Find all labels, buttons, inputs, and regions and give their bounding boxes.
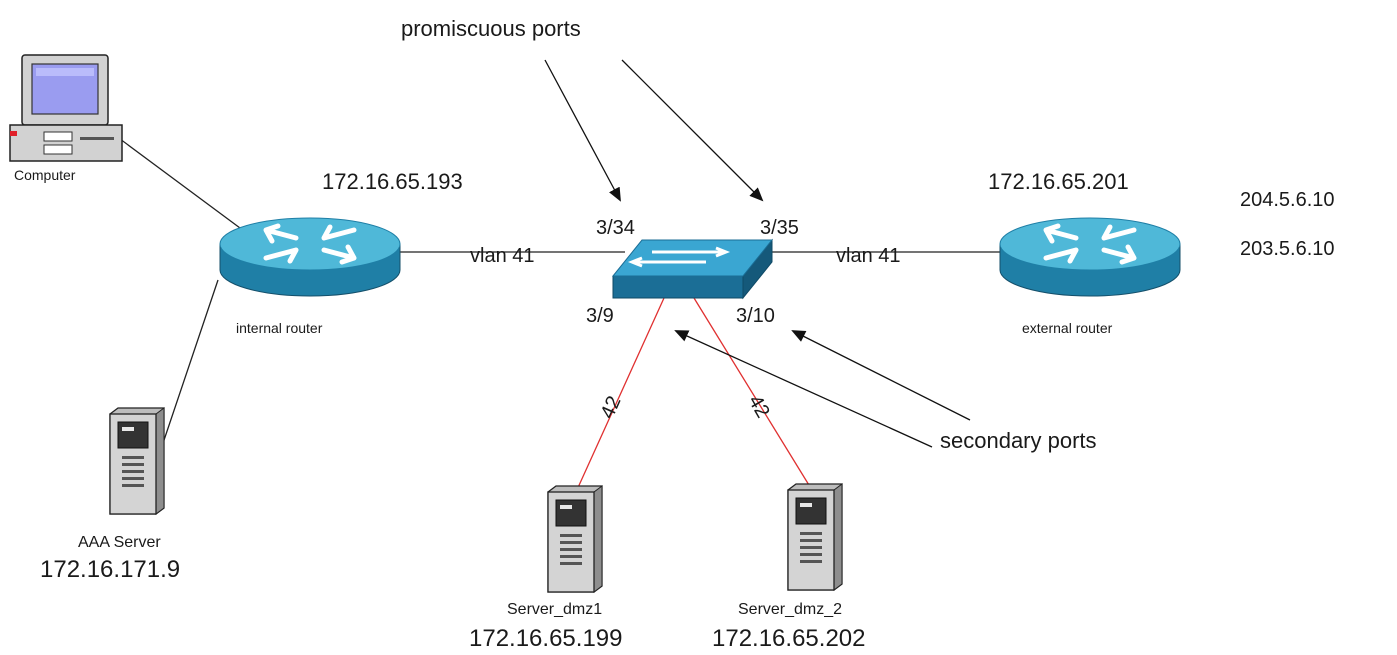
port-label-3-35: 3/35 [760, 217, 799, 239]
aaa-server-ip: 172.16.171.9 [40, 556, 180, 583]
arrow-to-port-3-35 [621, 59, 764, 202]
tower-server-icon [109, 407, 165, 515]
link-computer-internal-router [111, 132, 241, 229]
vlan-label-left: vlan 41 [470, 245, 535, 267]
link-switch-dmz2 [693, 297, 813, 491]
link-aaa-internal-router [159, 279, 219, 453]
secondary-ports-label: secondary ports [940, 428, 1097, 453]
desktop-computer-icon [9, 54, 123, 162]
external-ip: 203.5.6.10 [1240, 238, 1335, 260]
port-label-3-9: 3/9 [586, 305, 614, 327]
arrow-to-port-3-10 [791, 330, 971, 421]
vlan-label-right: vlan 41 [836, 245, 901, 267]
external-router-label: external router [1022, 320, 1113, 336]
link-switch-dmz1 [575, 297, 665, 493]
server-dmz1-label: Server_dmz1 [507, 601, 602, 618]
vlan-label-dmz2: 42 [744, 392, 774, 422]
port-label-3-34: 3/34 [596, 217, 635, 239]
router-icon [219, 217, 401, 297]
external-ip: 204.5.6.10 [1240, 189, 1335, 211]
switch-icon [611, 238, 774, 300]
links [111, 132, 1005, 493]
vlan-label-dmz1: 42 [596, 393, 625, 422]
tower-server-icon [547, 485, 603, 593]
tower-server-icon [787, 483, 843, 591]
arrow-to-port-3-9 [674, 330, 933, 448]
server-dmz2-ip: 172.16.65.202 [712, 625, 865, 652]
internal-router-ip: 172.16.65.193 [322, 169, 463, 194]
router-icon [999, 217, 1181, 297]
server-dmz1-ip: 172.16.65.199 [469, 625, 622, 652]
promiscuous-ports-label: promiscuous ports [401, 16, 581, 41]
external-router-ip: 172.16.65.201 [988, 169, 1129, 194]
aaa-server-label: AAA Server [78, 534, 161, 551]
server-dmz2-label: Server_dmz_2 [738, 601, 842, 618]
arrow-to-port-3-34 [544, 59, 621, 202]
internal-router-label: internal router [236, 320, 323, 336]
computer-label: Computer [14, 167, 76, 183]
annotation-arrows [544, 59, 971, 448]
port-label-3-10: 3/10 [736, 305, 775, 327]
